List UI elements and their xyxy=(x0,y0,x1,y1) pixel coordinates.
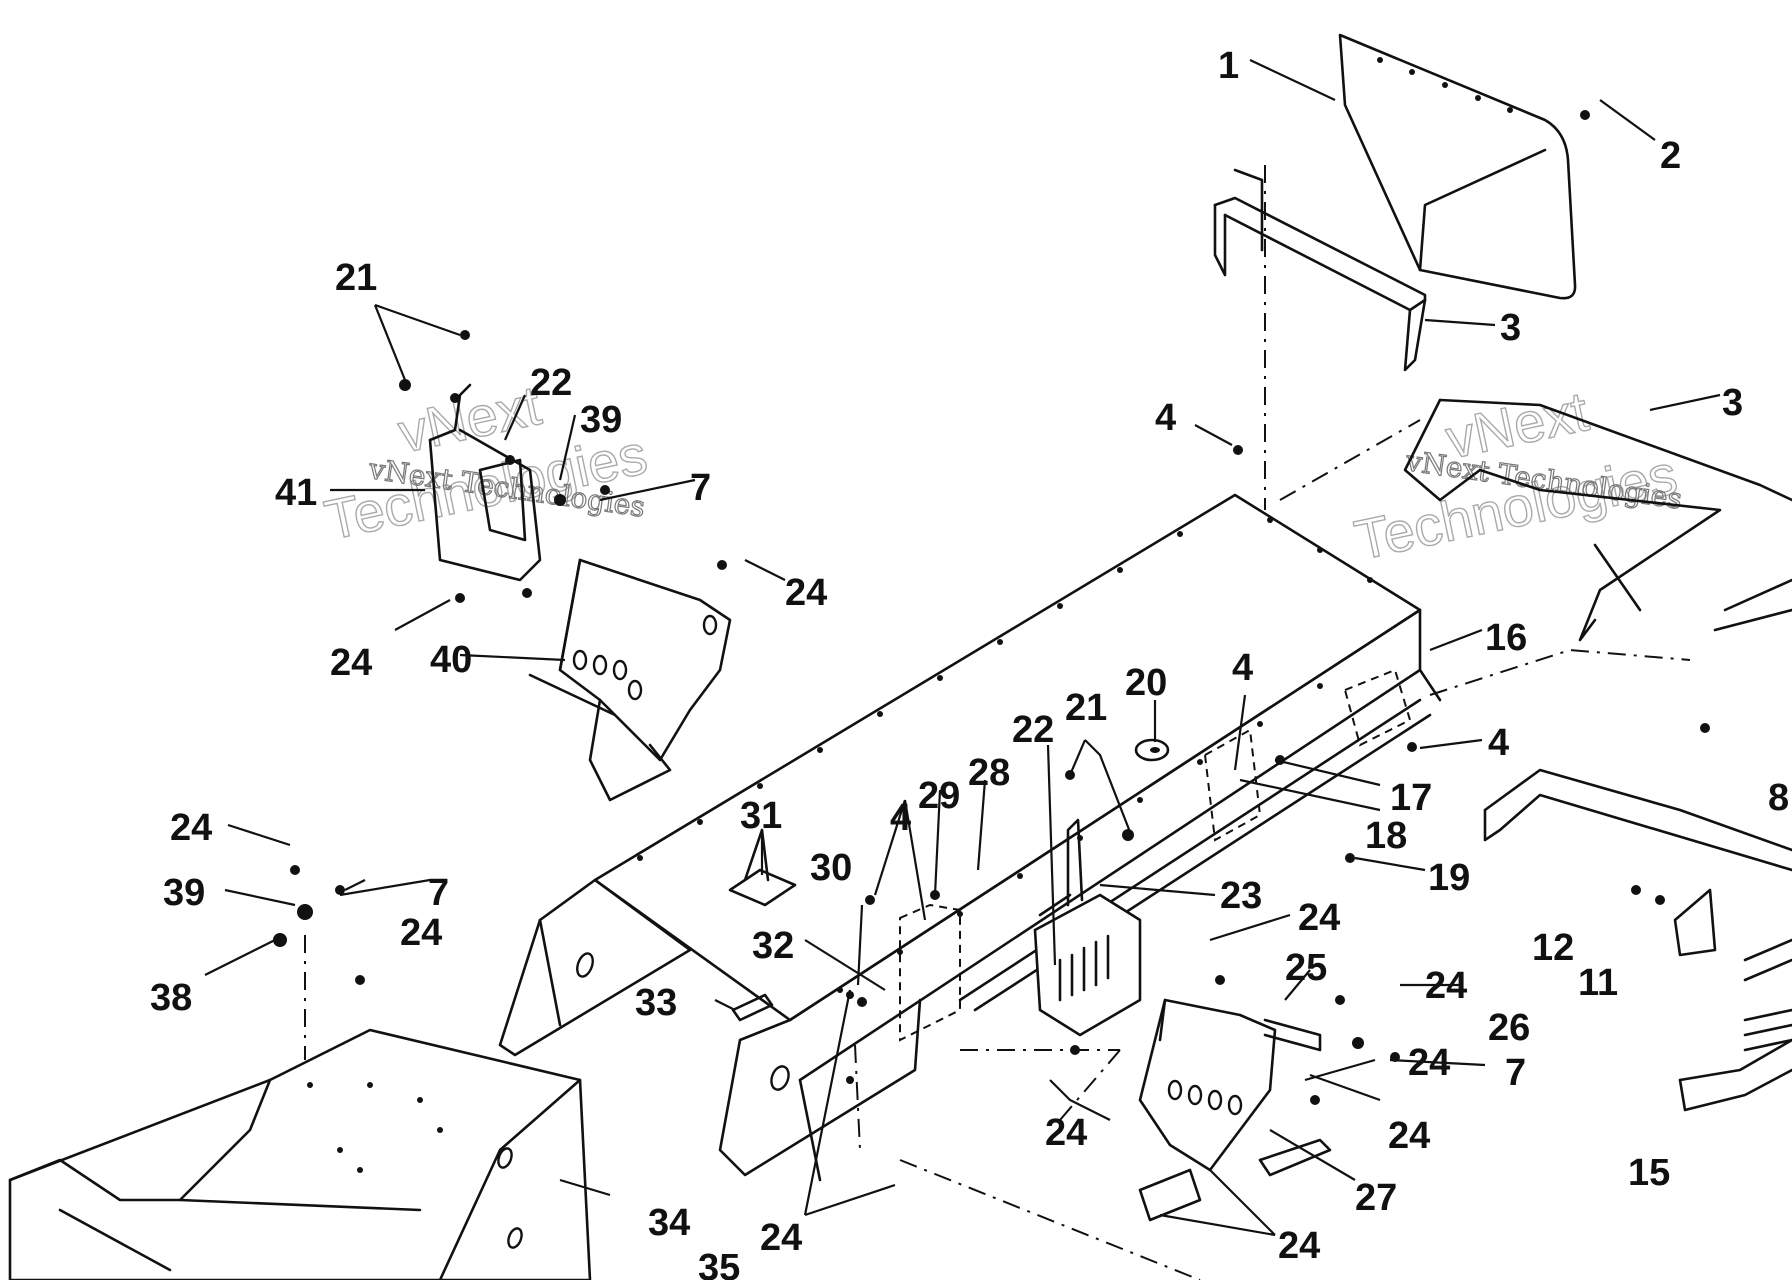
callout-21-center: 21 xyxy=(1065,687,1107,729)
callout-7-upper: 7 xyxy=(690,467,711,509)
part-8-rail xyxy=(1483,768,1792,872)
part-19-plate-outline xyxy=(1343,668,1412,747)
callout-labels: 1 2 3 3 4 4 4 4 7 7 7 8 11 12 15 16 17 1… xyxy=(150,45,1789,1280)
callout-35: 35 xyxy=(698,1247,740,1280)
callout-16: 16 xyxy=(1485,617,1527,659)
callout-8: 8 xyxy=(1768,777,1789,819)
callout-24-h: 24 xyxy=(1388,1115,1430,1157)
callout-24-d: 24 xyxy=(400,912,442,954)
part-33-rod xyxy=(731,993,774,1022)
callout-24-g: 24 xyxy=(1045,1112,1087,1154)
part-11-plate xyxy=(1673,888,1717,957)
callout-28: 28 xyxy=(968,752,1010,794)
callout-17: 17 xyxy=(1390,777,1432,819)
callout-40: 40 xyxy=(430,639,472,681)
callout-31: 31 xyxy=(740,795,782,837)
part-23-valve xyxy=(1033,818,1142,1037)
callout-24-k: 24 xyxy=(1408,1042,1450,1084)
callout-24-f: 24 xyxy=(1425,965,1467,1007)
callout-24-c: 24 xyxy=(170,807,212,849)
fasteners xyxy=(273,110,1710,1105)
callout-18: 18 xyxy=(1365,815,1407,857)
callout-34: 34 xyxy=(648,1202,690,1244)
callout-39-left: 39 xyxy=(163,872,205,914)
callout-23: 23 xyxy=(1220,875,1262,917)
callout-24-j: 24 xyxy=(760,1217,802,1259)
watermark-left: vNext Technologies xyxy=(319,372,653,552)
callout-7-right: 7 xyxy=(1505,1052,1526,1094)
callout-24-i: 24 xyxy=(1278,1225,1320,1267)
callout-20: 20 xyxy=(1125,662,1167,704)
callout-33: 33 xyxy=(635,982,677,1024)
part-40-pedal-bracket xyxy=(528,558,732,802)
callout-4-top: 4 xyxy=(1155,397,1176,439)
callout-22-center: 22 xyxy=(1012,709,1054,751)
callout-24-e: 24 xyxy=(1298,897,1340,939)
part-15-bar xyxy=(1678,1008,1792,1112)
part-16-rail-right xyxy=(1713,578,1792,982)
callout-27: 27 xyxy=(1355,1177,1397,1219)
callout-7-left: 7 xyxy=(428,872,449,914)
callout-21-left: 21 xyxy=(335,257,377,299)
callout-4-mid: 4 xyxy=(1232,647,1253,689)
callout-3-right: 3 xyxy=(1722,382,1743,424)
callout-4-left: 4 xyxy=(890,797,911,839)
callout-12: 12 xyxy=(1532,927,1574,969)
callout-26: 26 xyxy=(1488,1007,1530,1049)
callout-38: 38 xyxy=(150,977,192,1019)
callout-15: 15 xyxy=(1628,1152,1670,1194)
callout-11: 11 xyxy=(1578,962,1618,1004)
assembly-center-lines xyxy=(304,165,1691,1280)
part-1-panel xyxy=(1338,33,1577,300)
callout-22-left: 22 xyxy=(530,362,572,404)
part-34-base-frame xyxy=(8,1028,592,1280)
leader-lines xyxy=(204,59,1721,1237)
callout-24-b: 24 xyxy=(330,642,372,684)
callout-41: 41 xyxy=(275,472,317,514)
part-29-plate-outline xyxy=(899,903,961,1042)
callout-39-upper: 39 xyxy=(580,399,622,441)
callout-29: 29 xyxy=(918,775,960,817)
callout-25: 25 xyxy=(1285,947,1327,989)
part-25-pedal-assembly xyxy=(1138,998,1332,1222)
part-20-grommet xyxy=(1134,738,1170,762)
part-17-plate-outline xyxy=(1203,728,1262,842)
callout-1: 1 xyxy=(1218,45,1239,87)
callout-30: 30 xyxy=(810,847,852,889)
part-3-upper-bracket xyxy=(1213,168,1427,372)
part-3-right-fender xyxy=(1403,398,1792,642)
callout-24-a: 24 xyxy=(785,572,827,614)
callout-4-right: 4 xyxy=(1488,722,1509,764)
callout-2: 2 xyxy=(1660,135,1681,177)
callout-32: 32 xyxy=(752,925,794,967)
callout-3-upper: 3 xyxy=(1500,307,1521,349)
callout-19: 19 xyxy=(1428,857,1470,899)
